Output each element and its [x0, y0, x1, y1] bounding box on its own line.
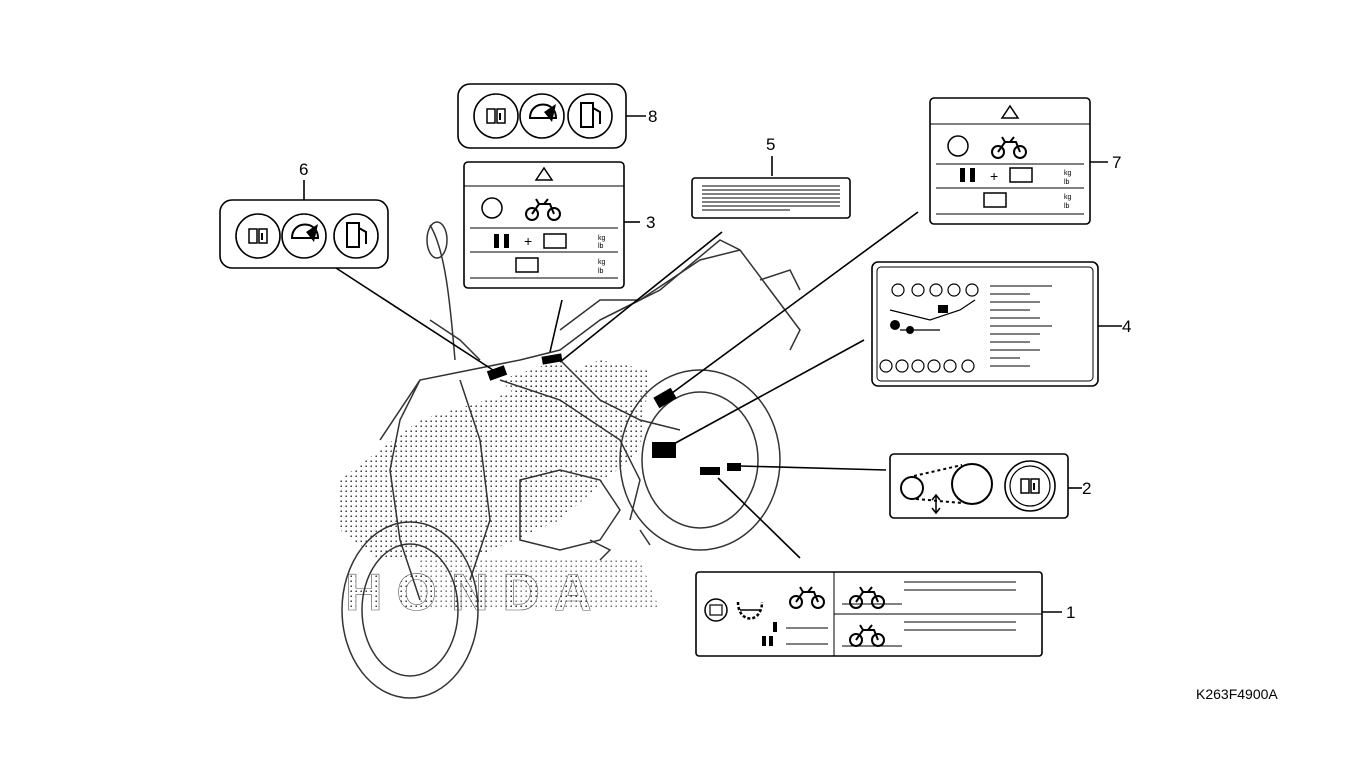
luggage-icon: [543, 233, 567, 249]
callout-5: 5: [766, 135, 775, 154]
leader-lines: [303, 115, 1122, 613]
label-6: [219, 199, 389, 269]
honda-watermark: HONDA: [345, 564, 606, 622]
label-7: + kg lb kg lb: [929, 97, 1091, 225]
svg-text:lb: lb: [598, 243, 604, 250]
fuel-pump-icon: [346, 222, 367, 248]
svg-text:kg: kg: [598, 235, 606, 242]
callout-1: 1: [1066, 603, 1075, 622]
label-5: [691, 177, 851, 219]
callout-3: 3: [646, 213, 655, 232]
motorcycle-shading: [340, 360, 660, 610]
warning-triangle-icon: [1000, 104, 1020, 119]
label-1: [695, 571, 1043, 657]
label-locations: [486, 353, 741, 475]
rider-icon: [494, 234, 509, 248]
label-4: [871, 261, 1099, 387]
callout-6: 6: [299, 160, 308, 179]
luggage-icon: [1009, 167, 1033, 183]
rider-icon: [960, 168, 975, 182]
helmet-icon: [290, 223, 320, 242]
label-8: [457, 83, 627, 149]
callout-2: 2: [1082, 479, 1091, 498]
callout-numbers: 1 2 3 4 5 6 7 8: [299, 107, 1131, 622]
callout-4: 4: [1122, 317, 1131, 336]
helmet-icon: [528, 103, 558, 122]
tire-icon: [736, 601, 764, 620]
warning-triangle-icon: [534, 166, 554, 181]
svg-text:lb: lb: [598, 268, 604, 275]
part-code: K263F4900A: [1196, 686, 1278, 702]
callout-7: 7: [1112, 153, 1121, 172]
svg-text:+: +: [524, 233, 532, 249]
chain-icon: [900, 463, 993, 515]
svg-text:lb: lb: [1064, 203, 1070, 210]
fuel-pump-icon: [580, 102, 601, 128]
svg-text:kg: kg: [1064, 194, 1072, 201]
luggage-icon: [515, 257, 539, 273]
svg-text:lb: lb: [1064, 179, 1070, 186]
rider-icon: [762, 622, 777, 646]
label-2: [889, 453, 1069, 519]
svg-text:+: +: [990, 168, 998, 184]
svg-text:kg: kg: [1064, 170, 1072, 177]
label-3: + kg lb kg lb: [463, 161, 625, 289]
luggage-icon: [983, 192, 1007, 208]
svg-text:kg: kg: [598, 259, 606, 266]
callout-8: 8: [648, 107, 657, 126]
